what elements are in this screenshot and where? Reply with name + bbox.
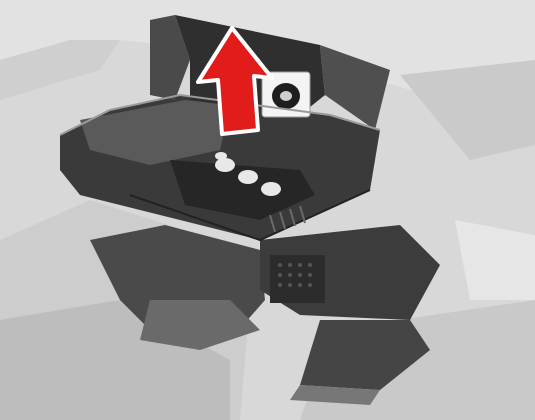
arrow-up-icon <box>196 26 274 136</box>
housing-rim <box>59 93 381 136</box>
latch-left-wall <box>150 15 190 100</box>
ink-port-3 <box>261 182 281 196</box>
printer-ledge <box>0 40 120 100</box>
carriage-front-right <box>300 320 430 390</box>
printer-right-panel <box>400 60 535 160</box>
paper-slot <box>455 220 535 300</box>
carriage-front-lip <box>290 385 380 405</box>
ink-port-top <box>215 152 227 160</box>
housing-ribs <box>269 205 306 233</box>
contact-grid <box>270 255 325 303</box>
carriage-base-step <box>140 300 260 350</box>
housing-bottom-edge <box>129 189 371 242</box>
cartridge-slot <box>170 160 315 220</box>
ink-port-2 <box>238 170 258 184</box>
latch-icon-center <box>280 91 292 101</box>
latch-right-wall <box>320 45 390 130</box>
ink-port-1 <box>215 158 235 172</box>
housing-top-left <box>80 100 230 165</box>
contact-dots <box>278 263 312 287</box>
